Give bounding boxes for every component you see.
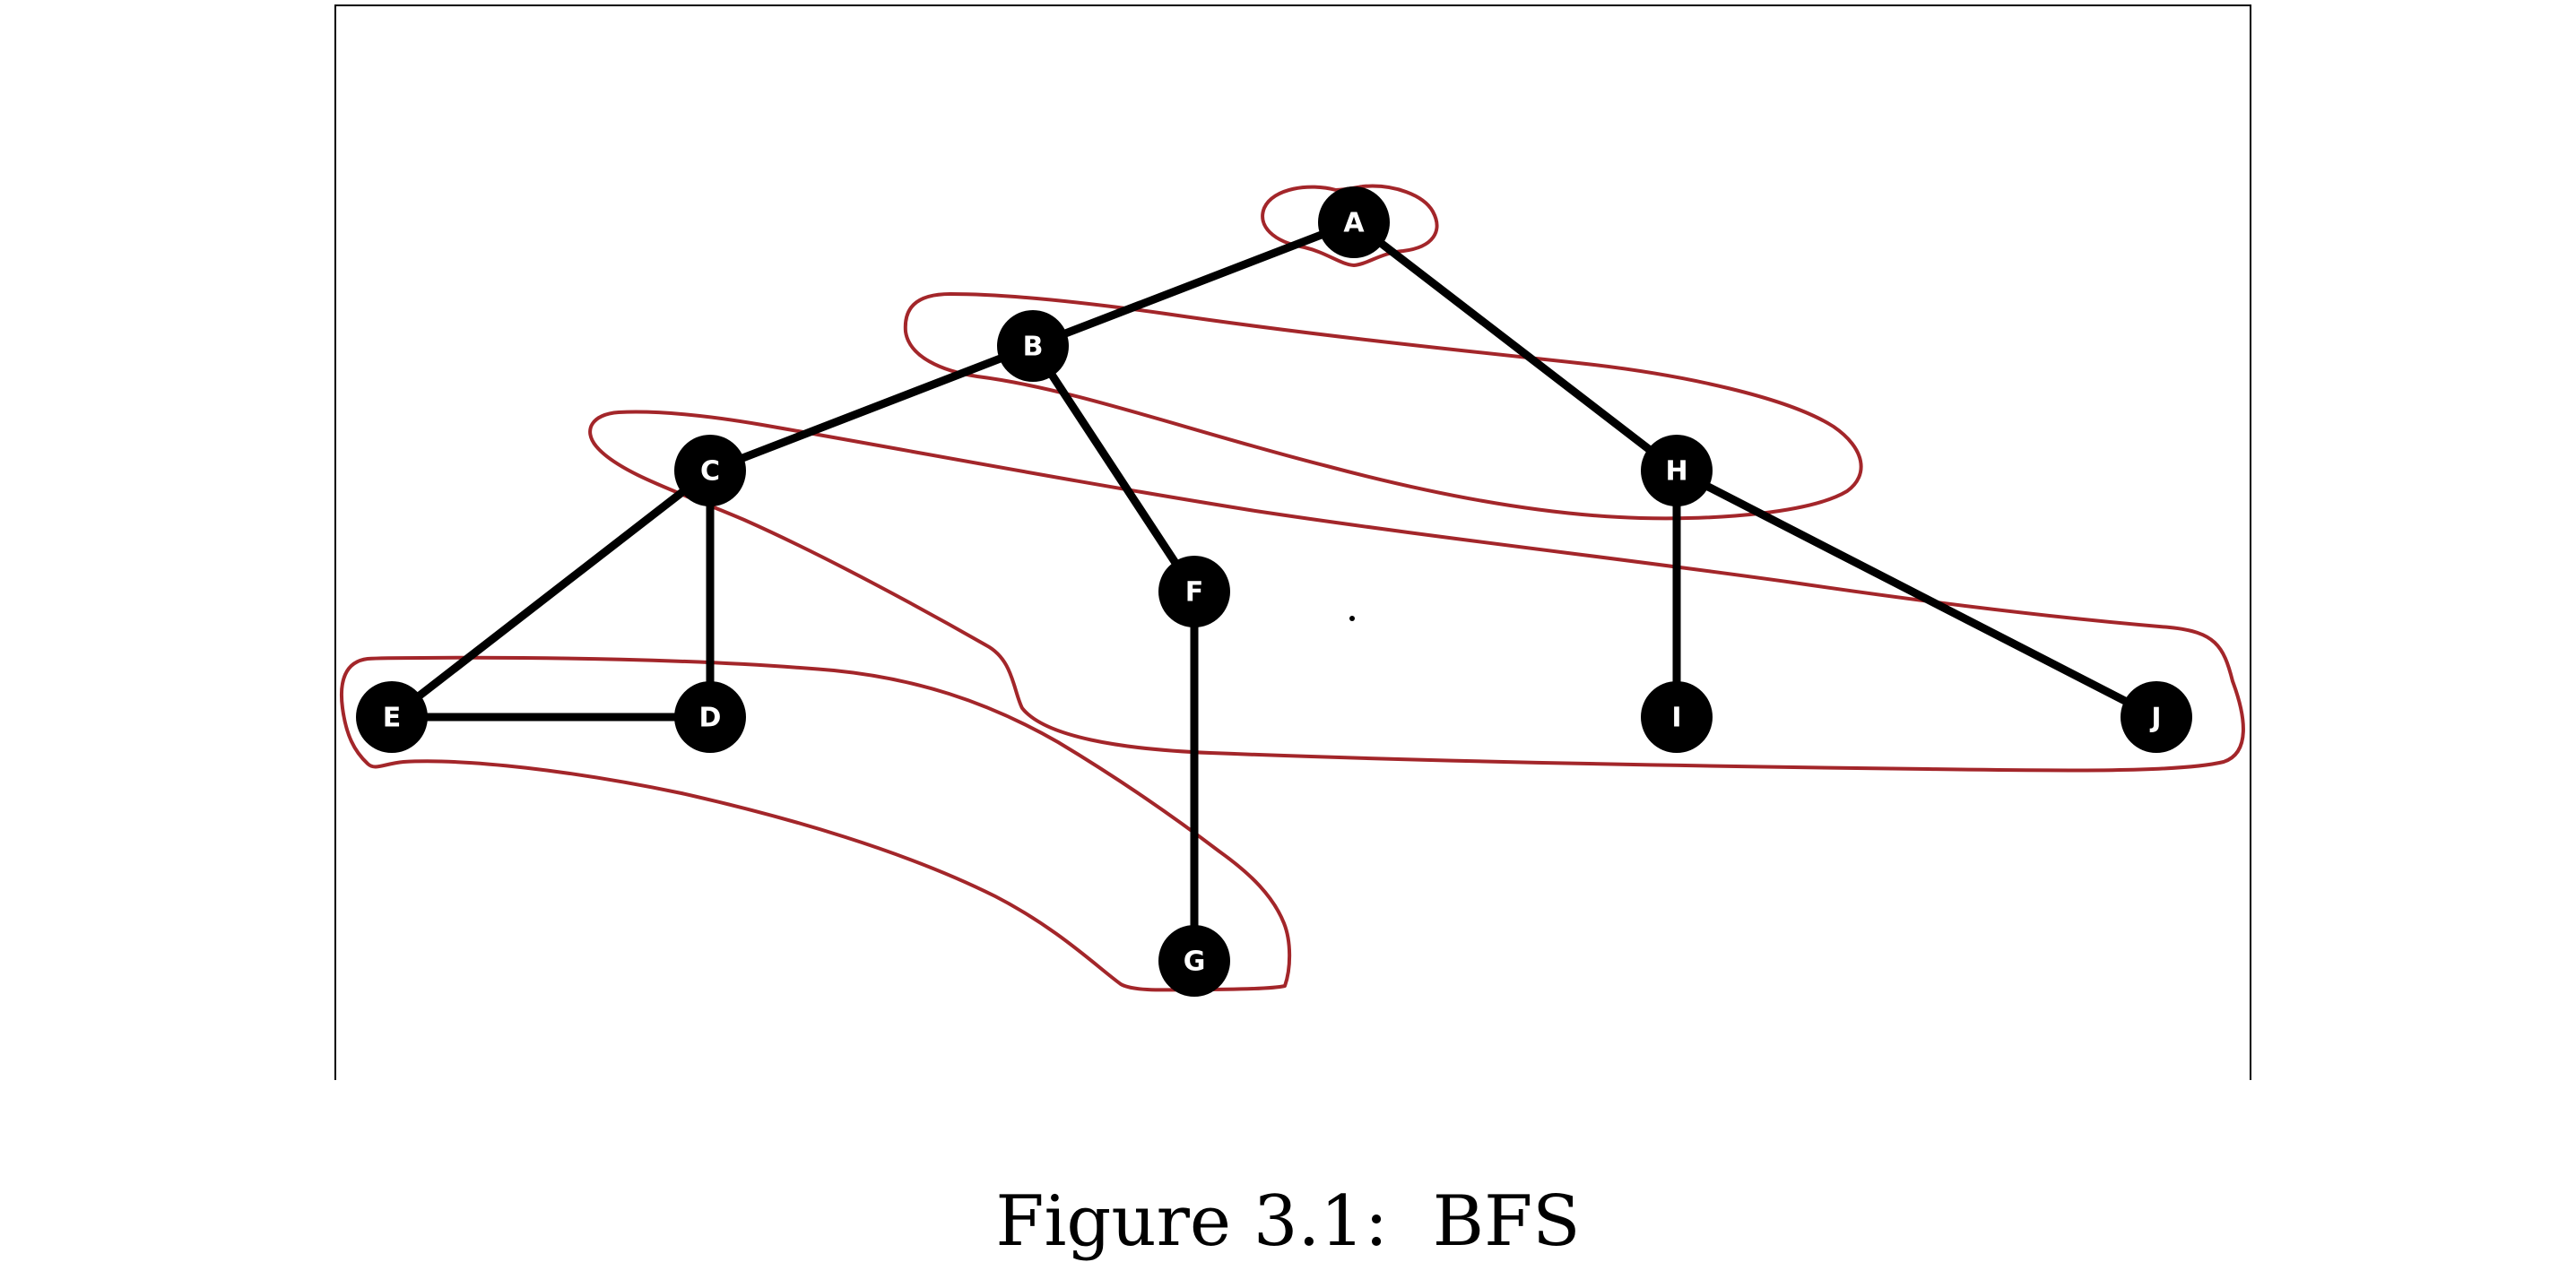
node-label-A: A (1343, 208, 1365, 239)
node-circle-F (1158, 556, 1230, 627)
node-circle-C (674, 435, 746, 506)
edge-A-B (1028, 218, 1358, 350)
node-F: F (1158, 556, 1230, 627)
node-label-B: B (1023, 332, 1044, 363)
node-C: C (674, 435, 746, 506)
level-outline-2 (588, 410, 2245, 773)
node-label-H: H (1665, 456, 1687, 488)
node-circle-E (356, 681, 428, 753)
node-E: E (356, 681, 428, 753)
node-circle-I (1641, 681, 1713, 753)
node-label-G: G (1184, 946, 1206, 978)
node-circle-J (2121, 681, 2192, 753)
level-outline-0 (1261, 184, 1439, 267)
edges (387, 218, 2161, 965)
node-J: J (2121, 681, 2192, 753)
node-label-C: C (700, 456, 720, 488)
edge-A-H (1349, 218, 1681, 475)
node-circle-A (1318, 186, 1390, 258)
node-label-E: E (383, 703, 402, 734)
edge-B-F (1028, 341, 1199, 596)
node-label-F: F (1185, 577, 1204, 609)
node-label-I: I (1671, 703, 1681, 734)
node-circle-H (1641, 435, 1713, 506)
figure-caption: Figure 3.1: BFS (995, 1181, 1581, 1262)
node-circle-B (997, 310, 1069, 382)
level-outlines (340, 184, 2245, 992)
node-A: A (1318, 186, 1390, 258)
node-G: G (1158, 925, 1230, 997)
node-label-D: D (699, 703, 722, 734)
level-outline-1 (903, 292, 1863, 521)
edge-C-E (387, 466, 715, 722)
node-circle-G (1158, 925, 1230, 997)
node-B: B (997, 310, 1069, 382)
level-outline-3 (340, 655, 1292, 992)
node-D: D (674, 681, 746, 753)
node-H: H (1641, 435, 1713, 506)
node-I: I (1641, 681, 1713, 753)
node-label-J: J (2149, 703, 2161, 734)
figure-frame (334, 4, 2251, 1080)
edge-H-J (1672, 466, 2161, 722)
edge-B-C (706, 341, 1037, 475)
node-circle-D (674, 681, 746, 753)
nodes: A B C H F E D I J G (356, 186, 2192, 997)
stray-dot (1349, 616, 1355, 621)
